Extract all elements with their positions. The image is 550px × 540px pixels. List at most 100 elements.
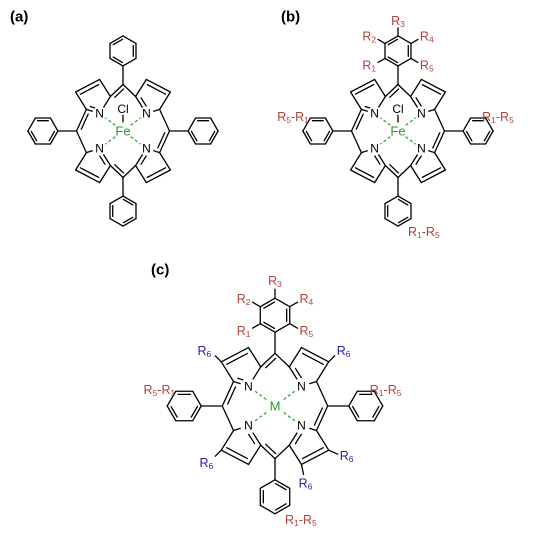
atom-mask [390,123,406,139]
ring-bond [109,217,124,227]
ring-double-bond [465,130,473,142]
ring-bond [49,130,59,145]
meso-bond [75,130,88,154]
substituent-R2: R2 [237,292,251,307]
chloride-ligand: Cl [117,102,128,116]
ring-bond [302,117,312,132]
beta-substituent-bond [214,355,222,363]
atom-mask [240,378,257,395]
atom-mask [367,106,382,121]
ring-bond [27,130,37,145]
ring-double-bond [387,38,399,46]
pyrrole-ring [409,147,447,184]
pyrrole-bond [420,169,447,184]
ring-double-bond [30,130,38,142]
ring-bond [324,130,334,145]
substituent-range-right: R1-R5 [370,383,402,398]
pyrrole-bond [300,346,330,363]
phenyl-right [187,117,219,145]
ring-bond [192,405,202,422]
pyrrole-bond [158,151,172,171]
meso-bond [274,352,290,368]
pyrrole-double-bond [301,447,324,460]
ring-bond [384,217,399,227]
ring-bond [484,117,494,132]
substituent-R4: R4 [420,29,434,44]
ring-bond [166,405,177,422]
meso-bond [350,130,363,154]
meso-bond [315,380,329,407]
ring-bond [122,217,137,227]
ring-double-bond [397,216,409,224]
meso-bond [109,83,124,98]
coordination-bond [130,136,142,145]
beta-substituent-R6: R6 [200,456,214,471]
pyrrole-double-bond [354,167,375,179]
pyrrole-bond [74,151,88,171]
ring-bond [384,35,399,45]
nitrogen-atom: N [142,107,151,121]
pyrrole-bond [349,91,363,111]
atom-mask [92,106,107,121]
pyrrole-bond [315,429,330,451]
beta-substituent-bond [328,449,339,455]
pyrrole-double-bond [301,352,324,365]
pyrrole-double-bond [79,167,100,179]
substituted-phenyl-bottom [259,479,291,515]
substituted-phenyl-left [302,117,334,145]
ring-double-bond [351,405,360,418]
pyrrole-bond [373,164,387,184]
coordination-bond [104,136,116,145]
beta-substituent-R6: R6 [299,476,313,491]
coordination-bond [405,136,417,145]
substituent-R3: R3 [391,14,405,29]
pyrrole-double-bond [294,367,304,381]
coordination-bond [283,390,296,400]
substituent-R1: R1 [362,58,376,73]
ring-bond [259,297,276,308]
meso-bond [158,108,171,132]
pyrrole-ring [288,425,330,466]
pyrrole-ring [409,78,447,115]
ring-bond [373,405,384,422]
meso-double-bond [80,113,89,130]
ring-bond [397,35,412,45]
substituent-R1: R1 [237,324,251,339]
ring-double-bond [122,216,134,224]
ring-bond [187,117,197,132]
pyrrole-double-bond [146,83,167,95]
pyrrole-bond [349,169,376,184]
coordination-bond [130,117,142,126]
meso-bond [384,83,399,98]
substituted-phenyl-top [384,35,412,67]
meso-bond [315,405,329,432]
substituent-bond [410,57,419,64]
pyrrole-ring [288,346,330,387]
atom-mask [367,141,382,156]
atom-mask [293,417,310,434]
nitrogen-atom: N [417,141,426,155]
panel-label-b: (b) [281,9,300,26]
atom-mask [240,417,257,434]
ring-bond [192,390,202,407]
substituent-bond [289,323,299,329]
substituent-R2: R2 [362,29,376,44]
coordination-bond [405,117,417,126]
nitrogen-atom: N [297,379,306,393]
nitrogen-atom: N [95,141,104,155]
ring-double-bond [170,405,178,418]
atom-mask [139,106,154,121]
atom-mask [117,102,129,115]
substituent-R4: R4 [300,292,314,307]
pyrrole-double-bond [354,83,375,95]
substituent-bond [377,38,386,45]
meso-bridges [221,352,329,460]
meso-bond [397,164,412,179]
pyrrole-bond [288,444,303,466]
substituent-R3: R3 [268,274,282,289]
pyrrole-bond [315,361,330,383]
substituted-phenyl-right [348,390,384,422]
phenyl-top [109,35,137,67]
